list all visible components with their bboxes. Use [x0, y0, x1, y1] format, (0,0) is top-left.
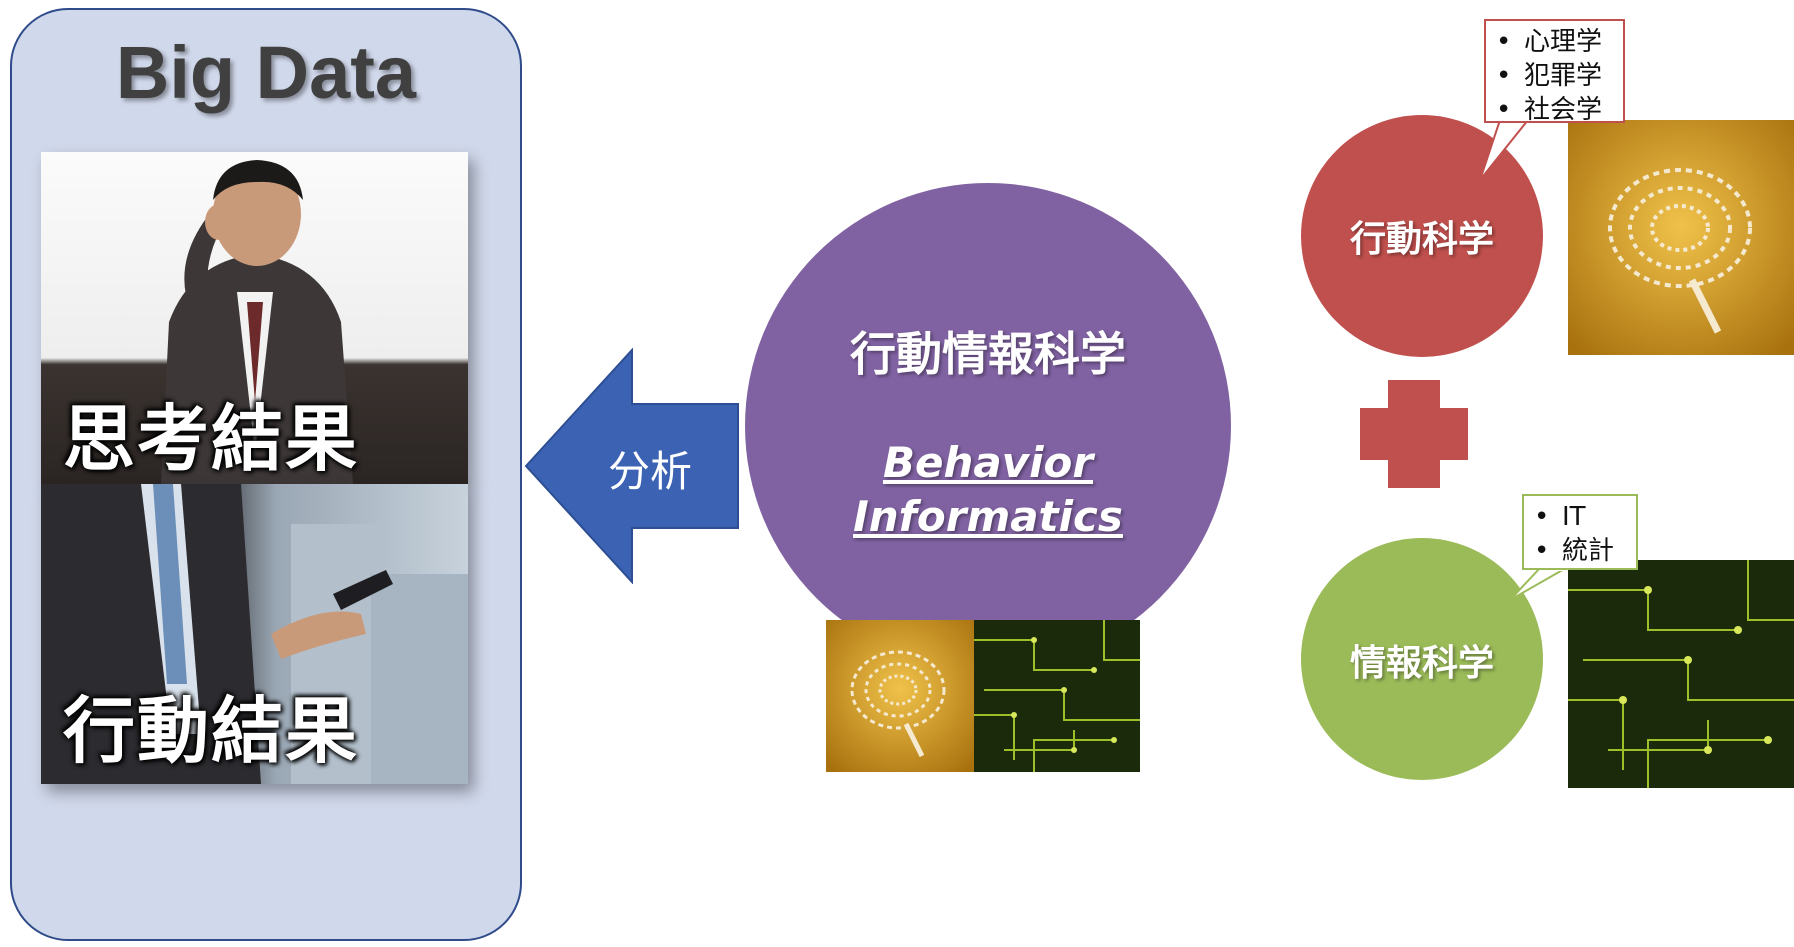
circuit-board-image	[1568, 560, 1794, 788]
information-science-label: 情報科学	[1349, 643, 1494, 684]
brain-circuit-thumbnail	[826, 620, 974, 772]
behavior-informatics-en-line2: Informatics	[853, 492, 1123, 541]
businessman-phone-image	[41, 484, 468, 784]
brain-circuit-image	[1568, 120, 1794, 355]
circuit-board-image	[974, 620, 1140, 772]
callout-item-psychology: 心理学	[1496, 25, 1615, 59]
circuit-board-thumbnail	[974, 620, 1140, 772]
brain-circuit-image	[826, 620, 974, 772]
thinking-results-photo: 思考結果	[41, 152, 468, 484]
circuit-board-photo	[1568, 560, 1794, 788]
behavioral-science-label: 行動科学	[1349, 219, 1494, 260]
behavior-informatics-en-line1: Behavior	[882, 438, 1094, 487]
plus-icon-bar	[1360, 408, 1468, 460]
callout-item-criminology: 犯罪学	[1496, 59, 1615, 93]
big-data-title: Big Data	[115, 31, 417, 114]
behavioral-science-callout: 心理学 犯罪学 社会学	[1484, 19, 1625, 125]
information-science-circle	[1301, 538, 1543, 780]
analysis-label: 分析	[608, 447, 693, 496]
action-results-photo: 行動結果	[41, 484, 468, 784]
behavior-informatics-circle	[745, 183, 1231, 669]
behavioral-science-circle	[1301, 115, 1543, 357]
action-results-caption: 行動結果	[63, 689, 360, 773]
callout-item-statistics: 統計	[1534, 534, 1628, 568]
businessman-thinking-image	[161, 160, 353, 484]
brain-circuit-photo	[1568, 120, 1794, 355]
callout-item-it: IT	[1534, 500, 1628, 534]
information-science-callout: IT 統計	[1522, 494, 1638, 570]
callout-item-sociology: 社会学	[1496, 93, 1615, 127]
thinking-results-caption: 思考結果	[63, 397, 360, 481]
behavior-informatics-title: 行動情報科学	[850, 327, 1126, 381]
left-arrow-icon	[524, 348, 739, 584]
